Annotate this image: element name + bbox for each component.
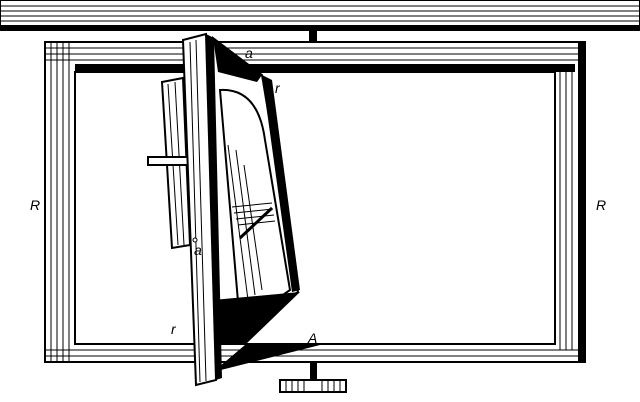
top-beam (0, 0, 640, 42)
swinging-pane (212, 35, 320, 372)
label-left-R: R (30, 197, 40, 213)
label-mid-a: a (194, 242, 202, 258)
label-bottom-r: r (171, 321, 177, 337)
outer-frame (44, 41, 586, 363)
label-top-a: a (245, 45, 253, 61)
label-right-R: R (596, 197, 606, 213)
door-slab (181, 32, 222, 387)
label-top-r: r (275, 80, 281, 96)
label-bottom-A: A (307, 330, 317, 346)
adjustment-knob (279, 362, 347, 393)
